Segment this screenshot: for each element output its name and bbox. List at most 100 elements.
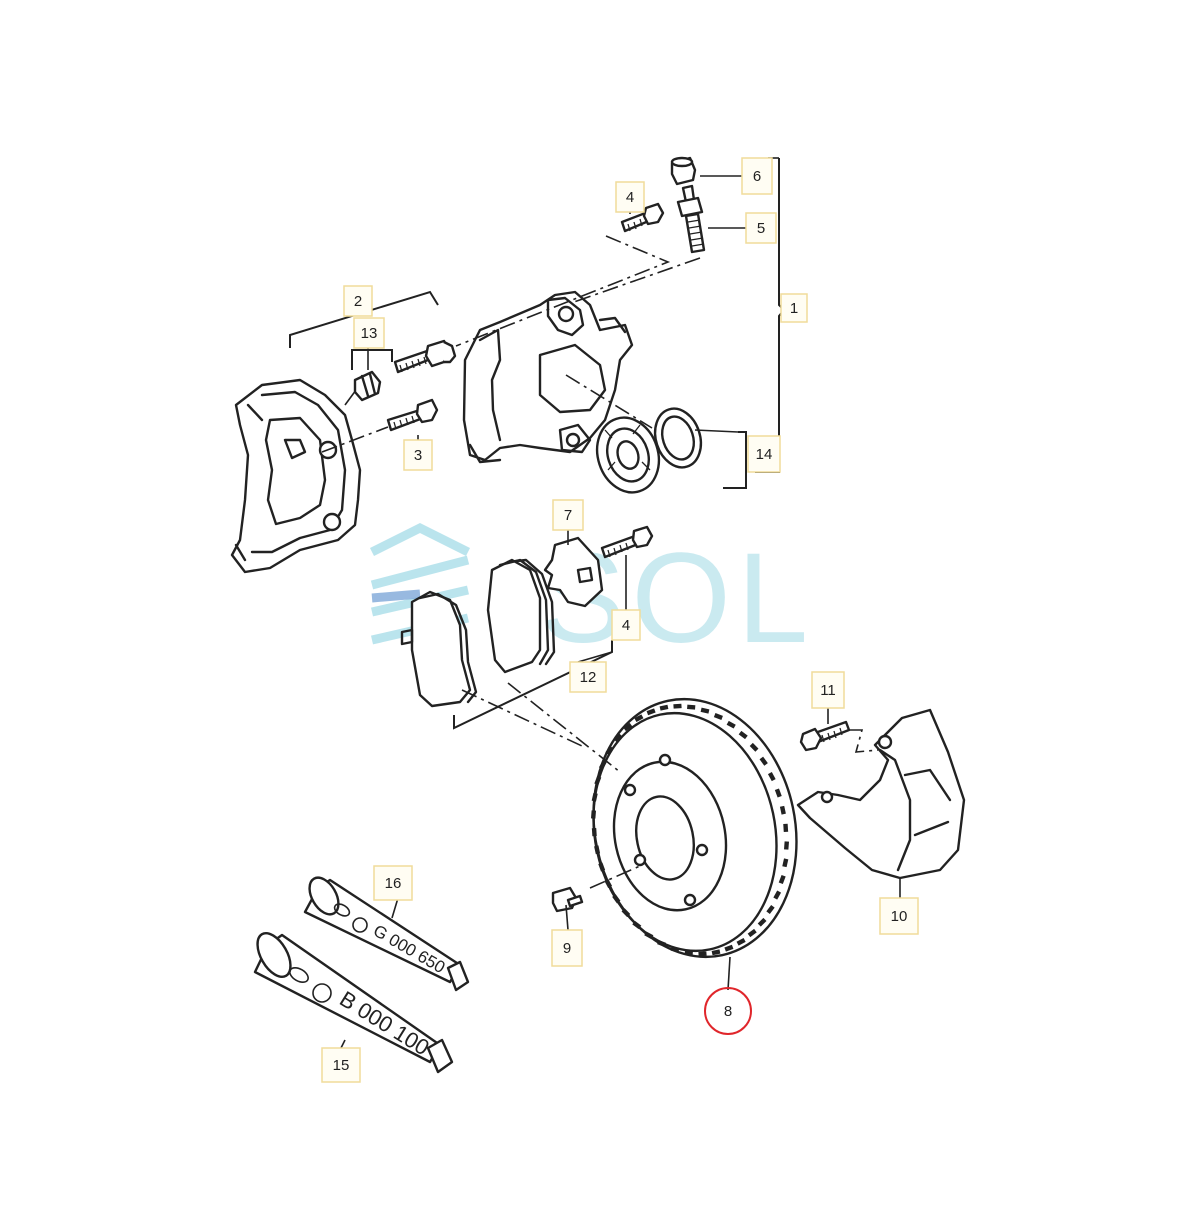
disc-vent-slot [598,760,607,770]
disc-vent-slot [598,862,606,872]
callout-5-box [745,212,777,244]
disc-vent-slot [623,722,633,732]
callout-12-box [569,661,607,693]
callout-9-box [551,929,583,967]
disc-vent-slot [738,730,748,740]
disc-vent-slot [591,792,598,802]
disc-vent-slot [767,772,776,782]
disc-vent-slot [605,745,614,756]
disc-vent-slot [670,946,680,953]
caliper-housing [462,290,634,464]
disc-vent-slot [684,950,693,956]
callout-8-label: 8 [724,1003,732,1020]
callout-7[interactable]: 7 [552,499,584,531]
callout-4a[interactable]: 4 [615,181,645,213]
callout-3-box [403,439,433,471]
disc-vent-slot [778,874,786,885]
callout-5-label: 5 [757,220,765,237]
disc-vent-slot [594,845,601,855]
brake-disc [592,697,798,959]
callout-13-box [353,317,385,349]
piston [595,416,661,494]
disc-vent-slot [736,937,746,946]
shield-bolt [799,720,851,752]
callout-6-label: 6 [753,168,761,185]
disc-vent-slot [634,714,644,723]
callout-1[interactable]: 1 [780,293,808,323]
callout-5[interactable]: 5 [745,212,777,244]
piston-seal [653,407,703,469]
callout-14-label: 14 [756,446,773,463]
callout-13-label: 13 [361,325,378,342]
splash-shield [796,708,966,880]
disc-vent-slot [698,951,707,957]
disc-vent-slot [724,944,734,952]
disc-vent-slot [713,713,723,720]
callout-10-label: 10 [891,908,908,925]
callout-6[interactable]: 6 [741,157,773,195]
callout-7-label: 7 [564,507,572,524]
disc-vent-slot [749,742,759,752]
alignment-lines [321,235,879,889]
callout-13[interactable]: 13 [353,317,385,349]
callout-14-box [747,435,781,473]
anti-rattle-spring [543,536,604,608]
disc-vent-slot [646,708,656,716]
callout-9-label: 9 [563,940,571,957]
callout-11[interactable]: 11 [811,671,845,709]
callout-4b-box [611,609,641,641]
callout-4a-label: 4 [626,189,634,206]
callout-1-label: 1 [790,300,798,317]
disc-vent-slot [779,805,786,815]
disc-vent-slot [612,894,621,904]
brake-pad-outer [486,558,556,674]
callout-16[interactable]: 16 [373,865,413,901]
disc-vent-slot [782,858,789,868]
callout-1-box [780,293,808,323]
disc-vent-slot [613,733,623,743]
bleeder-cap [670,156,697,186]
callout-12-label: 12 [580,669,597,686]
disc-vent-slot [747,928,757,938]
callout-3[interactable]: 3 [403,439,433,471]
caliper-bolt-upper [620,202,665,233]
guide-bolt [393,339,457,374]
callout-12[interactable]: 12 [569,661,607,693]
callout-2-box [343,285,373,317]
callout-3-label: 3 [414,447,422,464]
callout-labels: 1 2 3 4 4 5 6 7 [321,157,919,1083]
disc-vent-slot [621,908,631,918]
disc-vent-slot [644,931,654,940]
disc-vent-slots [590,703,790,957]
bleeder-valve [676,184,706,254]
caliper-bolt-lower [600,525,654,559]
callout-9[interactable]: 9 [551,929,583,967]
callout-11-box [811,671,845,709]
guide-bushing [353,370,382,402]
disc-vent-slot [757,917,767,927]
callout-4b[interactable]: 4 [611,609,641,641]
callout-8[interactable]: 8 [704,987,752,1035]
disc-vent-slot [594,775,602,786]
brake-pad-inner [400,590,478,708]
callout-15-box [321,1047,361,1083]
disc-vent-slot [711,949,721,956]
callout-16-box [373,865,413,901]
callout-14[interactable]: 14 [747,435,781,473]
disc-vent-slot [759,756,768,766]
disc-vent-slot [773,890,782,900]
callout-10-box [879,897,919,935]
callout-16-label: 16 [385,875,402,892]
disc-vent-slot [657,940,667,947]
callout-15-label: 15 [333,1057,350,1074]
callout-2[interactable]: 2 [343,285,373,317]
callout-2-label: 2 [354,293,362,310]
callout-10[interactable]: 10 [879,897,919,935]
disc-vent-slot [783,841,790,850]
callout-6-box [741,157,773,195]
leader-lines [339,157,901,1051]
disc-vent-slot [783,823,789,833]
callout-15[interactable]: 15 [321,1047,361,1083]
callout-11-label: 11 [820,682,836,699]
